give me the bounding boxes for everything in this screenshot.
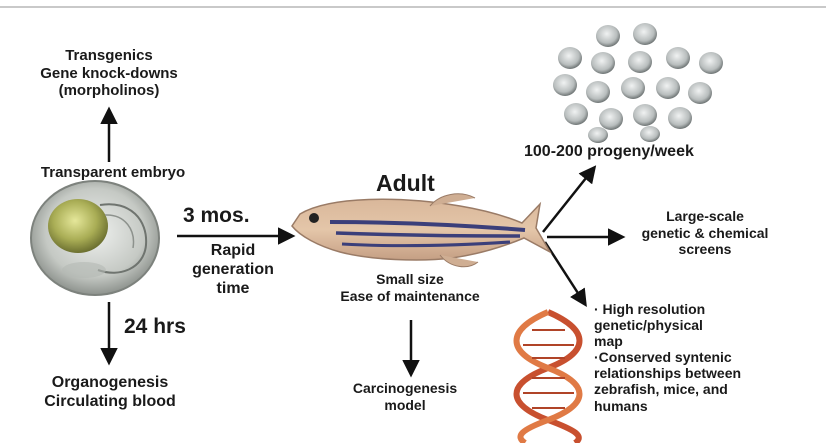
genome-note-5: relationships between	[594, 365, 741, 381]
duration-24hrs: 24 hrs	[124, 315, 186, 340]
carcinogenesis-line-2: model	[330, 397, 480, 414]
adult-trait-1: Small size	[318, 271, 502, 288]
top-left-line-1: Transgenics	[18, 47, 200, 65]
screens-line-2: genetic & chemical	[630, 225, 780, 242]
eggs-image	[553, 23, 723, 143]
screens-line-1: Large-scale	[630, 208, 780, 225]
genome-note-7: humans	[594, 398, 741, 414]
organogenesis-label: Organogenesis Circulating blood	[0, 374, 220, 412]
organogenesis-line-2: Circulating blood	[0, 393, 220, 412]
rapid-line-2: generation	[178, 261, 288, 280]
carcinogenesis-line-1: Carcinogenesis	[330, 380, 480, 397]
screens-line-3: screens	[630, 241, 780, 258]
genome-note-2: genetic/physical	[594, 317, 741, 333]
arrow-to-genome	[545, 242, 585, 304]
carcinogenesis-label: Carcinogenesis model	[330, 380, 480, 413]
rapid-line-1: Rapid	[178, 242, 288, 261]
genome-note-3: map	[594, 333, 741, 349]
top-left-line-3: (morpholinos)	[18, 82, 200, 100]
embryo-label: Transparent embryo	[8, 164, 218, 182]
adult-title: Adult	[376, 170, 435, 197]
progeny-label: 100-200 progeny/week	[524, 143, 694, 162]
genome-note-1: · High resolution	[594, 301, 741, 317]
screens-label: Large-scale genetic & chemical screens	[630, 208, 780, 258]
embryo-image	[31, 181, 159, 295]
top-left-label: Transgenics Gene knock-downs (morpholino…	[18, 47, 200, 100]
zebrafish-image	[292, 194, 550, 267]
rapid-line-3: time	[178, 280, 288, 299]
top-left-line-2: Gene knock-downs	[18, 65, 200, 83]
adult-traits: Small size Ease of maintenance	[318, 271, 502, 304]
genome-notes: · High resolution genetic/physical map ·…	[594, 301, 741, 414]
adult-trait-2: Ease of maintenance	[318, 288, 502, 305]
duration-3mos: 3 mos.	[183, 204, 250, 229]
rapid-generation-label: Rapid generation time	[178, 242, 288, 299]
arrow-to-progeny	[543, 168, 594, 232]
dna-helix-image	[517, 312, 580, 443]
genome-note-6: zebrafish, mice, and	[594, 381, 741, 397]
organogenesis-line-1: Organogenesis	[0, 374, 220, 393]
genome-note-4: ·Conserved syntenic	[594, 349, 741, 365]
